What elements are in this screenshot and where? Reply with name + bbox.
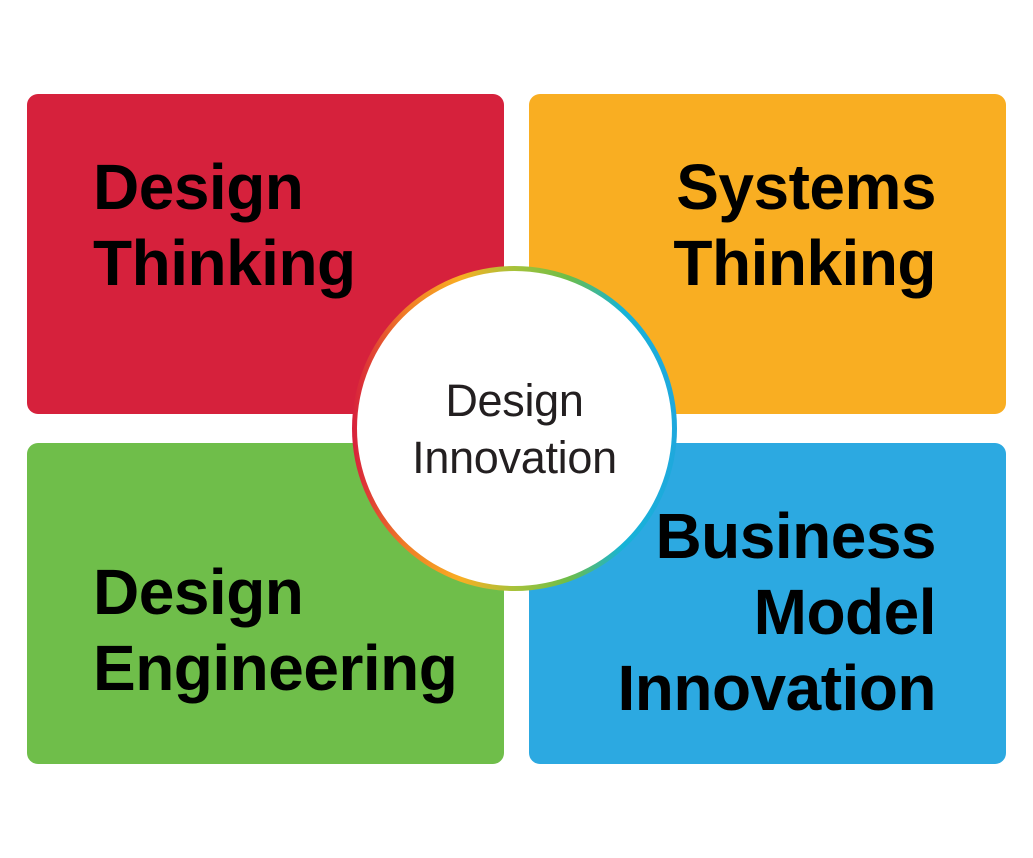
label-line: Model — [753, 576, 937, 648]
label-line: Systems — [676, 151, 936, 223]
label-line: Engineering — [93, 632, 458, 704]
center-hub: Design Innovation — [357, 271, 672, 586]
label-line: Design — [93, 556, 304, 628]
label-line: Design — [93, 151, 304, 223]
center-hub-ring: Design Innovation — [352, 266, 677, 591]
quadrant-label-business-model-innovation: Business Model Innovation — [617, 498, 936, 726]
label-line: Thinking — [673, 227, 936, 299]
quadrant-label-design-engineering: Design Engineering — [93, 554, 458, 706]
quadrant-label-design-thinking: Design Thinking — [93, 149, 356, 301]
label-line: Thinking — [93, 227, 356, 299]
quadrant-design-thinking: Design Thinking — [27, 94, 504, 414]
label-line: Innovation — [412, 431, 617, 483]
quadrant-label-systems-thinking: Systems Thinking — [673, 149, 936, 301]
label-line: Design — [445, 374, 584, 426]
center-hub-label: Design Innovation — [412, 372, 617, 486]
label-line: Innovation — [617, 652, 936, 724]
label-line: Business — [655, 500, 936, 572]
